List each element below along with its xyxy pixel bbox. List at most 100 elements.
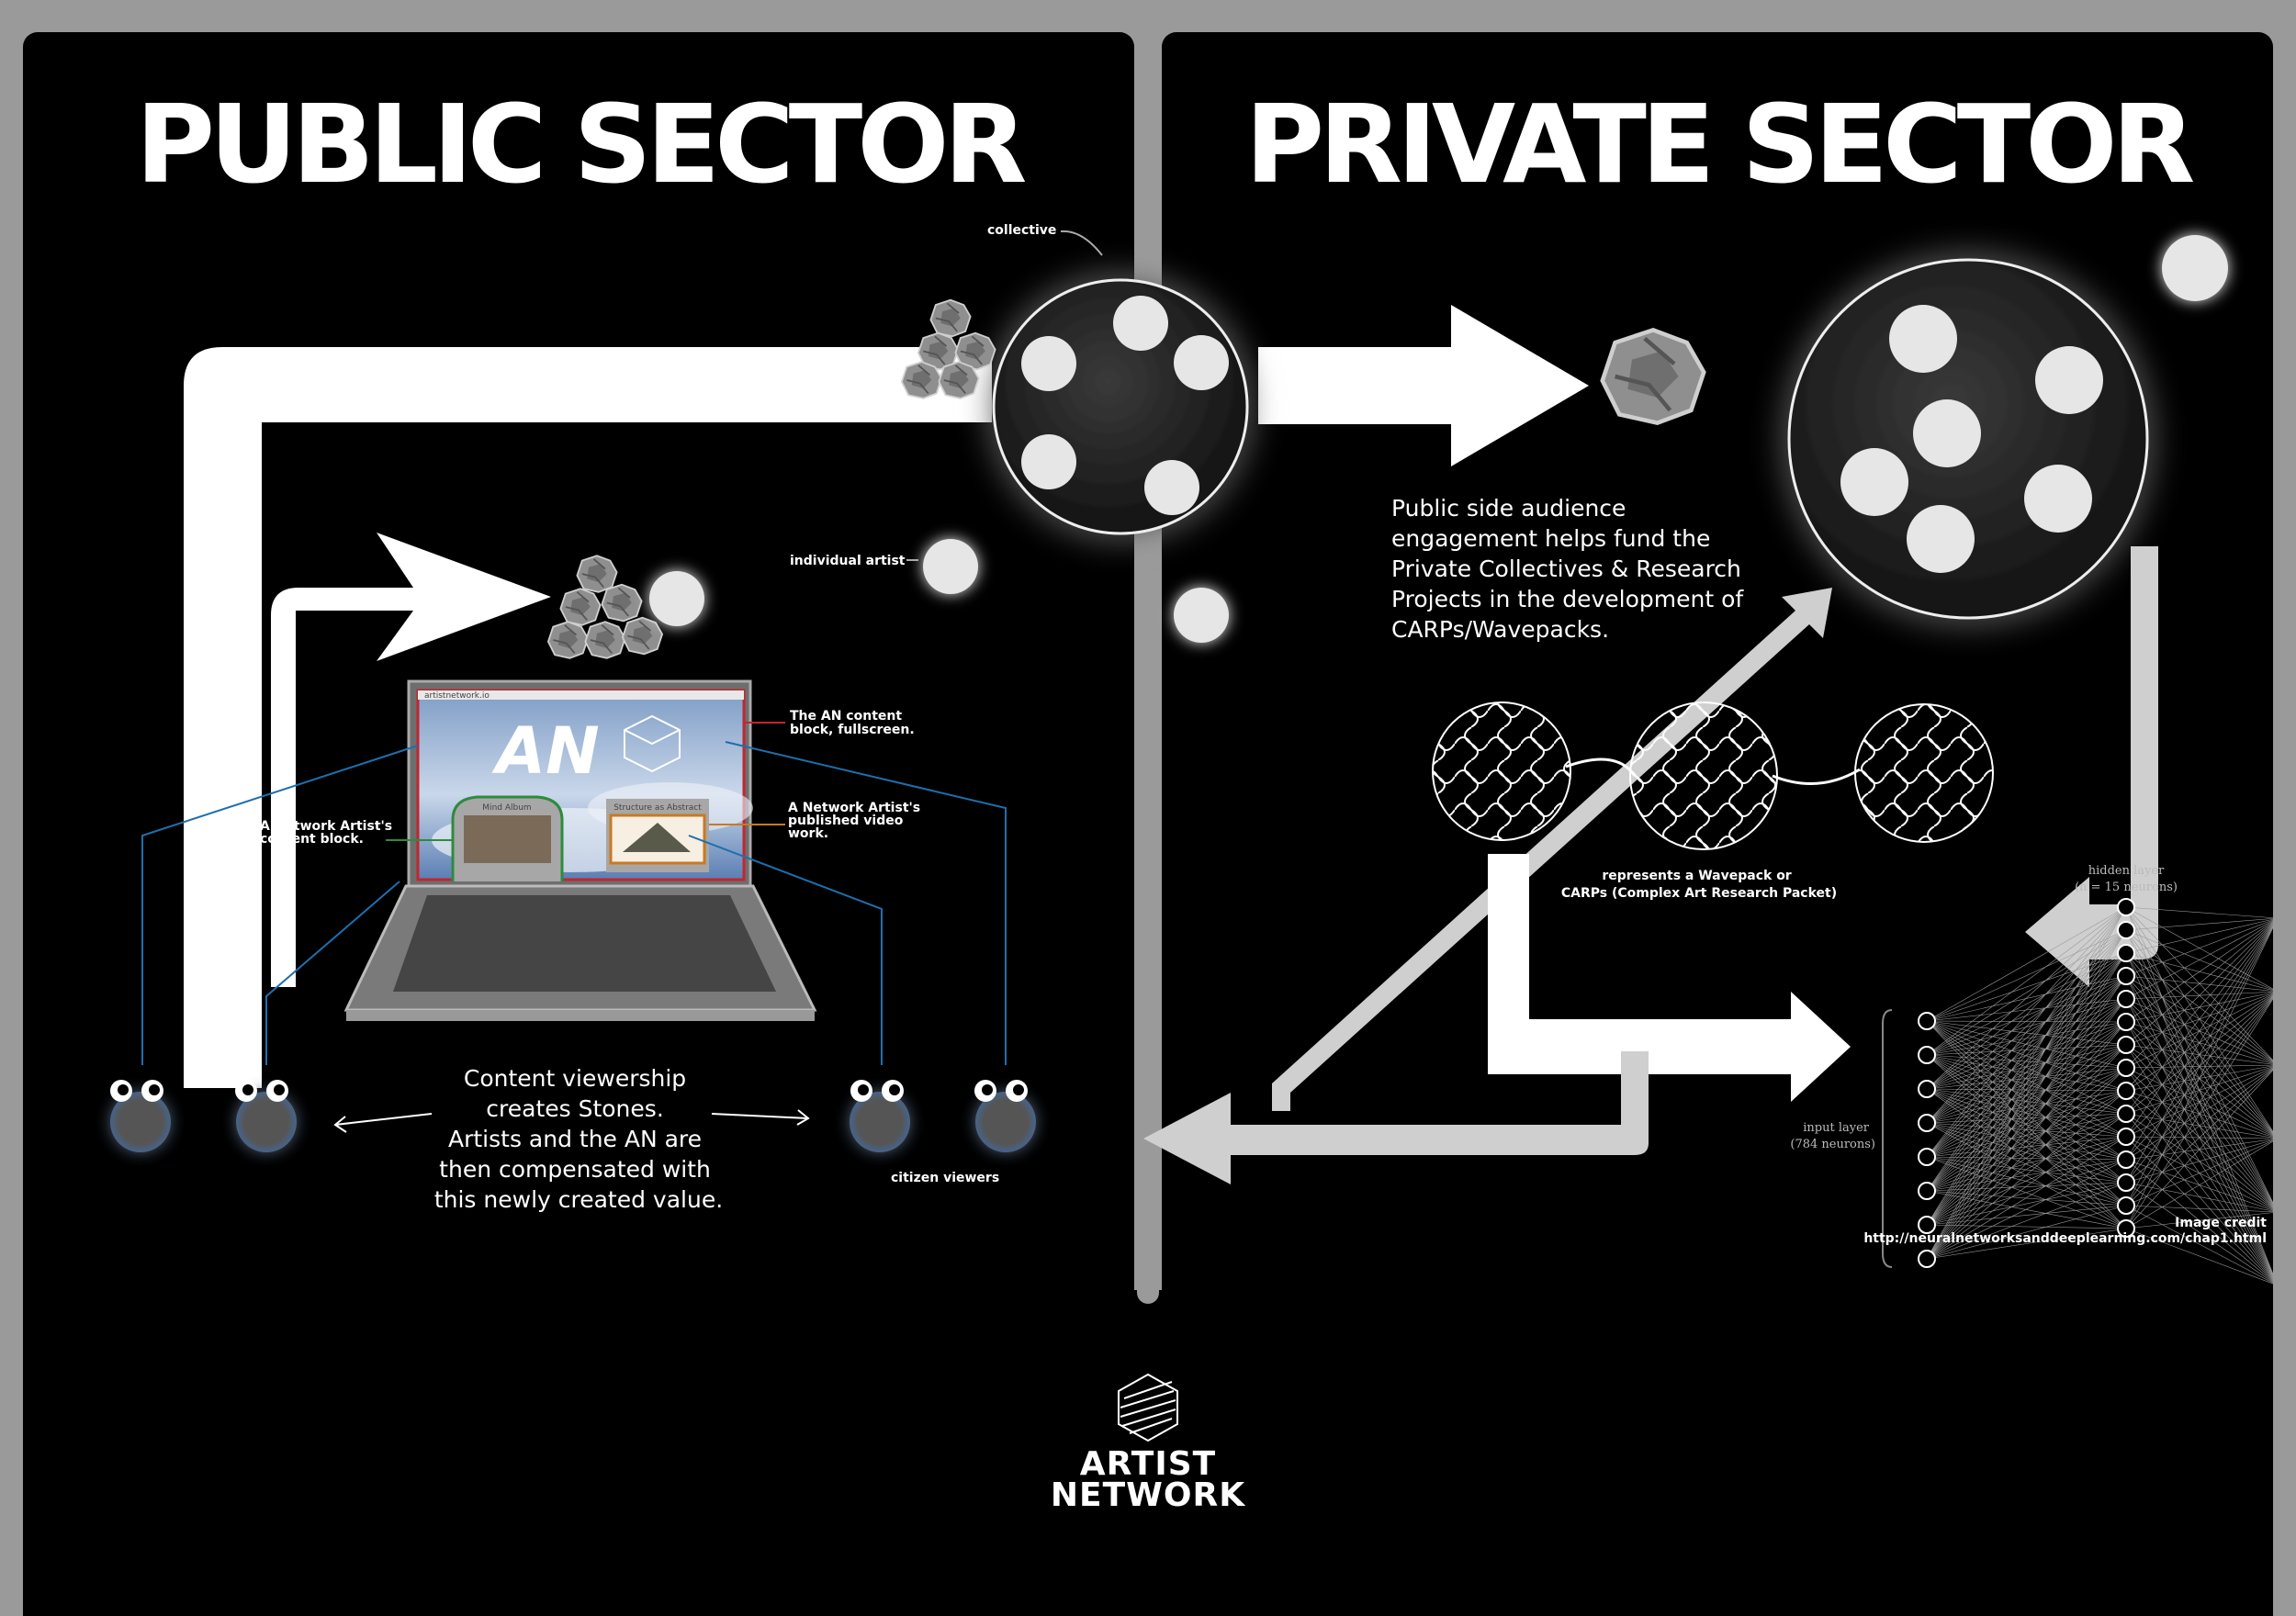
nn-connection <box>2125 1136 2279 1139</box>
nn-connection <box>1926 1020 2127 1229</box>
nn-connection <box>1926 1156 2127 1184</box>
nn-connection <box>1926 1159 2127 1226</box>
nn-connection <box>2125 917 2279 1069</box>
private-stone <box>1603 330 1704 422</box>
content-block-fullscreen-label: The AN content block, fullscreen. <box>790 709 915 737</box>
nn-connection <box>1926 1044 2127 1260</box>
nn-connection <box>1926 975 2127 1022</box>
public-sector-title: PUBLIC SECTOR <box>136 81 1026 208</box>
nn-connection <box>1926 1054 2127 1184</box>
nn-connection <box>1926 1113 2127 1260</box>
nn-connection <box>2125 929 2279 1066</box>
nn-input-node <box>1918 1046 1936 1064</box>
collective-to-stone-arrow <box>1258 305 1589 466</box>
nn-connection <box>1926 1021 2127 1090</box>
nn-hidden-node <box>2117 944 2135 962</box>
nn-connection <box>1926 906 2127 1056</box>
nn-connection <box>1926 952 2127 1090</box>
nn-connection <box>2125 1205 2279 1213</box>
nn-connection <box>2125 906 2279 1286</box>
nn-connection <box>2125 991 2279 1046</box>
nn-connection <box>2125 917 2279 1000</box>
nn-hidden-node <box>2117 1219 2135 1238</box>
nn-connection <box>1926 1159 2127 1260</box>
wavepack-label: represents a Wavepack or CARPs (Complex … <box>1561 869 1837 901</box>
return-to-public-arrow <box>1143 1051 1649 1184</box>
nn-connection <box>2125 917 2279 1023</box>
citizen-viewer <box>974 1080 1036 1152</box>
nn-connection <box>1926 1088 2127 1161</box>
nn-connection <box>1926 1054 2127 1092</box>
nn-connection <box>1926 1067 2127 1192</box>
nn-connection <box>1926 906 2127 1158</box>
nn-connection <box>1926 1067 2127 1260</box>
nn-connection <box>1926 1156 2127 1161</box>
nn-connection <box>2125 1064 2279 1115</box>
laptop-card-right: Structure as Abstract <box>606 799 709 872</box>
nn-connection <box>1926 1190 2127 1229</box>
nn-connection <box>2125 1044 2279 1286</box>
nn-connection <box>1926 1136 2127 1192</box>
nn-connection <box>1926 1021 2127 1124</box>
nn-connection <box>2125 952 2279 993</box>
nn-connection <box>2125 906 2279 1066</box>
nn-hidden-node <box>2117 990 2135 1008</box>
input-layer-label: input layer <box>1803 1121 1870 1135</box>
nn-connection <box>1926 1088 2127 1229</box>
nn-connection <box>1926 906 2127 1226</box>
nn-connection <box>1926 998 2127 1022</box>
nn-connection <box>2125 917 2279 1184</box>
nn-connection <box>2125 975 2279 1066</box>
nn-connection <box>2125 929 2279 1213</box>
nn-connection <box>2125 1159 2279 1286</box>
citizen-viewer <box>235 1080 297 1152</box>
nn-connection <box>2125 991 2279 1115</box>
laptop-cube-icon <box>624 714 681 773</box>
nn-connection <box>2125 1064 2279 1138</box>
nn-connection <box>2125 991 2279 1206</box>
nn-connection <box>2125 1044 2279 1213</box>
nn-connection <box>1926 1054 2127 1069</box>
nn-connection <box>2125 1228 2279 1286</box>
nn-connection <box>2125 998 2279 1286</box>
nn-connection <box>1926 1228 2127 1260</box>
nn-connection <box>1926 1054 2127 1138</box>
nn-connection <box>1926 1224 2127 1229</box>
nn-connection <box>1926 1067 2127 1158</box>
nn-connection <box>1926 1020 2127 1046</box>
nn-connection <box>1926 1182 2127 1226</box>
nn-connection <box>1926 1067 2127 1124</box>
nn-connection <box>2125 1113 2279 1286</box>
svg-text:Structure as Abstract: Structure as Abstract <box>613 803 702 813</box>
nn-connection <box>1926 998 2127 1260</box>
collective-members <box>1021 296 1229 515</box>
nn-connection <box>1926 998 2127 1124</box>
nn-connection <box>2125 1021 2279 1286</box>
nn-connection <box>1926 1054 2127 1161</box>
nn-connection <box>1926 1020 2127 1184</box>
citizen-viewer <box>850 1080 910 1152</box>
logo-line-2: NETWORK <box>1051 1476 1245 1514</box>
nn-connection <box>1926 1020 2127 1023</box>
inner-flow-arrow <box>271 533 551 987</box>
nn-hidden-node <box>2117 1150 2135 1169</box>
nn-connection <box>1926 1090 2127 1260</box>
nn-connection <box>1926 1190 2127 1206</box>
nn-connection <box>2125 952 2279 1213</box>
collective-label: collective <box>987 223 1056 238</box>
nn-connection <box>2125 1067 2279 1286</box>
image-credit-url: http://neuralnetworksanddeeplearning.com… <box>1863 1231 2267 1246</box>
nn-connection <box>2125 991 2279 1161</box>
nn-connection <box>1926 929 2127 1124</box>
nn-connection <box>1926 1054 2127 1229</box>
input-layer-count: (784 neurons) <box>1790 1138 1875 1151</box>
nn-hidden-node <box>2117 921 2135 939</box>
nn-connection <box>1926 952 2127 1158</box>
bottom-band <box>23 1290 2273 1616</box>
laptop-card-left: Mind Album <box>451 795 564 881</box>
nn-connection <box>2125 917 2279 1115</box>
nn-hidden-node <box>2117 1173 2135 1192</box>
nn-hidden-node <box>2117 1036 2135 1054</box>
nn-connection <box>1926 1020 2127 1115</box>
